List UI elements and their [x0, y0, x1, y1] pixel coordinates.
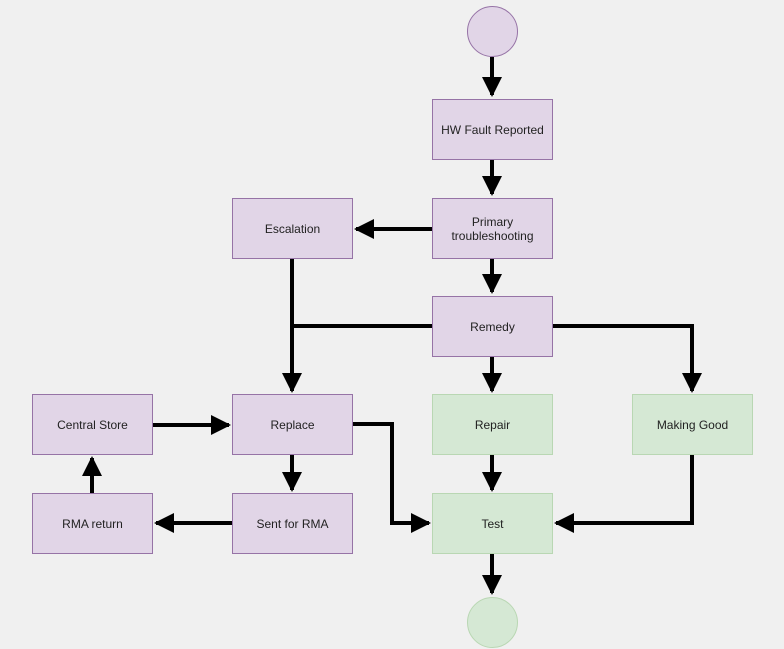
remedy-node[interactable]: Remedy — [432, 296, 553, 357]
replace-node[interactable]: Replace — [232, 394, 353, 455]
escalation-label: Escalation — [264, 221, 321, 236]
central-store-label: Central Store — [57, 417, 128, 432]
rma-return-node[interactable]: RMA return — [32, 493, 153, 554]
primary-troubleshooting-node[interactable]: Primary troubleshooting — [432, 198, 553, 259]
escalation-node[interactable]: Escalation — [232, 198, 353, 259]
making-good-label: Making Good — [656, 417, 729, 432]
repair-label: Repair — [474, 417, 511, 432]
end-node[interactable] — [467, 597, 518, 648]
edge-making-good-to-test — [554, 455, 694, 533]
hw-fault-reported-node[interactable]: HW Fault Reported — [432, 99, 553, 160]
repair-node[interactable]: Repair — [432, 394, 553, 455]
edge-replace-to-test — [353, 422, 431, 533]
test-node[interactable]: Test — [432, 493, 553, 554]
hw-fault-reported-label: HW Fault Reported — [441, 122, 544, 137]
replace-label: Replace — [270, 417, 315, 432]
making-good-node[interactable]: Making Good — [632, 394, 753, 455]
start-node[interactable] — [467, 6, 518, 57]
remedy-label: Remedy — [470, 319, 515, 334]
central-store-node[interactable]: Central Store — [32, 394, 153, 455]
sent-for-rma-node[interactable]: Sent for RMA — [232, 493, 353, 554]
test-label: Test — [481, 516, 504, 531]
primary-troubleshooting-label: Primary troubleshooting — [451, 214, 534, 243]
sent-for-rma-label: Sent for RMA — [256, 516, 329, 531]
rma-return-label: RMA return — [62, 516, 123, 531]
edge-remedy-to-making-good — [553, 324, 702, 393]
